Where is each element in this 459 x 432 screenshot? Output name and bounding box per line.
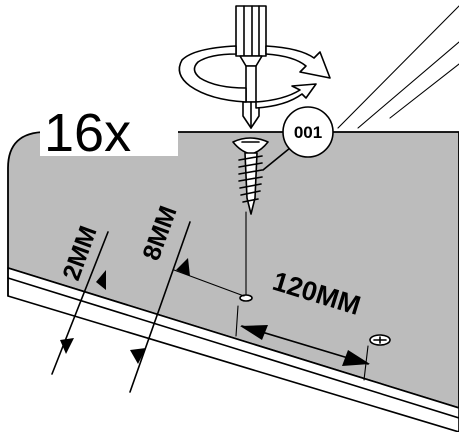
panel-edge <box>7 267 459 432</box>
wood-screw-icon <box>232 137 269 215</box>
quantity-label: 16x <box>40 100 178 163</box>
part-number: 001 <box>294 123 322 142</box>
part-callout: 001 <box>262 106 334 171</box>
clockwise-rotation-arrow-icon <box>178 45 331 109</box>
screw-thread <box>238 155 263 203</box>
pilot-hole-right <box>369 334 391 346</box>
background-rails <box>337 5 459 129</box>
screwdriver-icon <box>235 5 267 129</box>
pilot-hole-left <box>239 294 253 302</box>
quantity-text: 16x <box>44 103 131 163</box>
